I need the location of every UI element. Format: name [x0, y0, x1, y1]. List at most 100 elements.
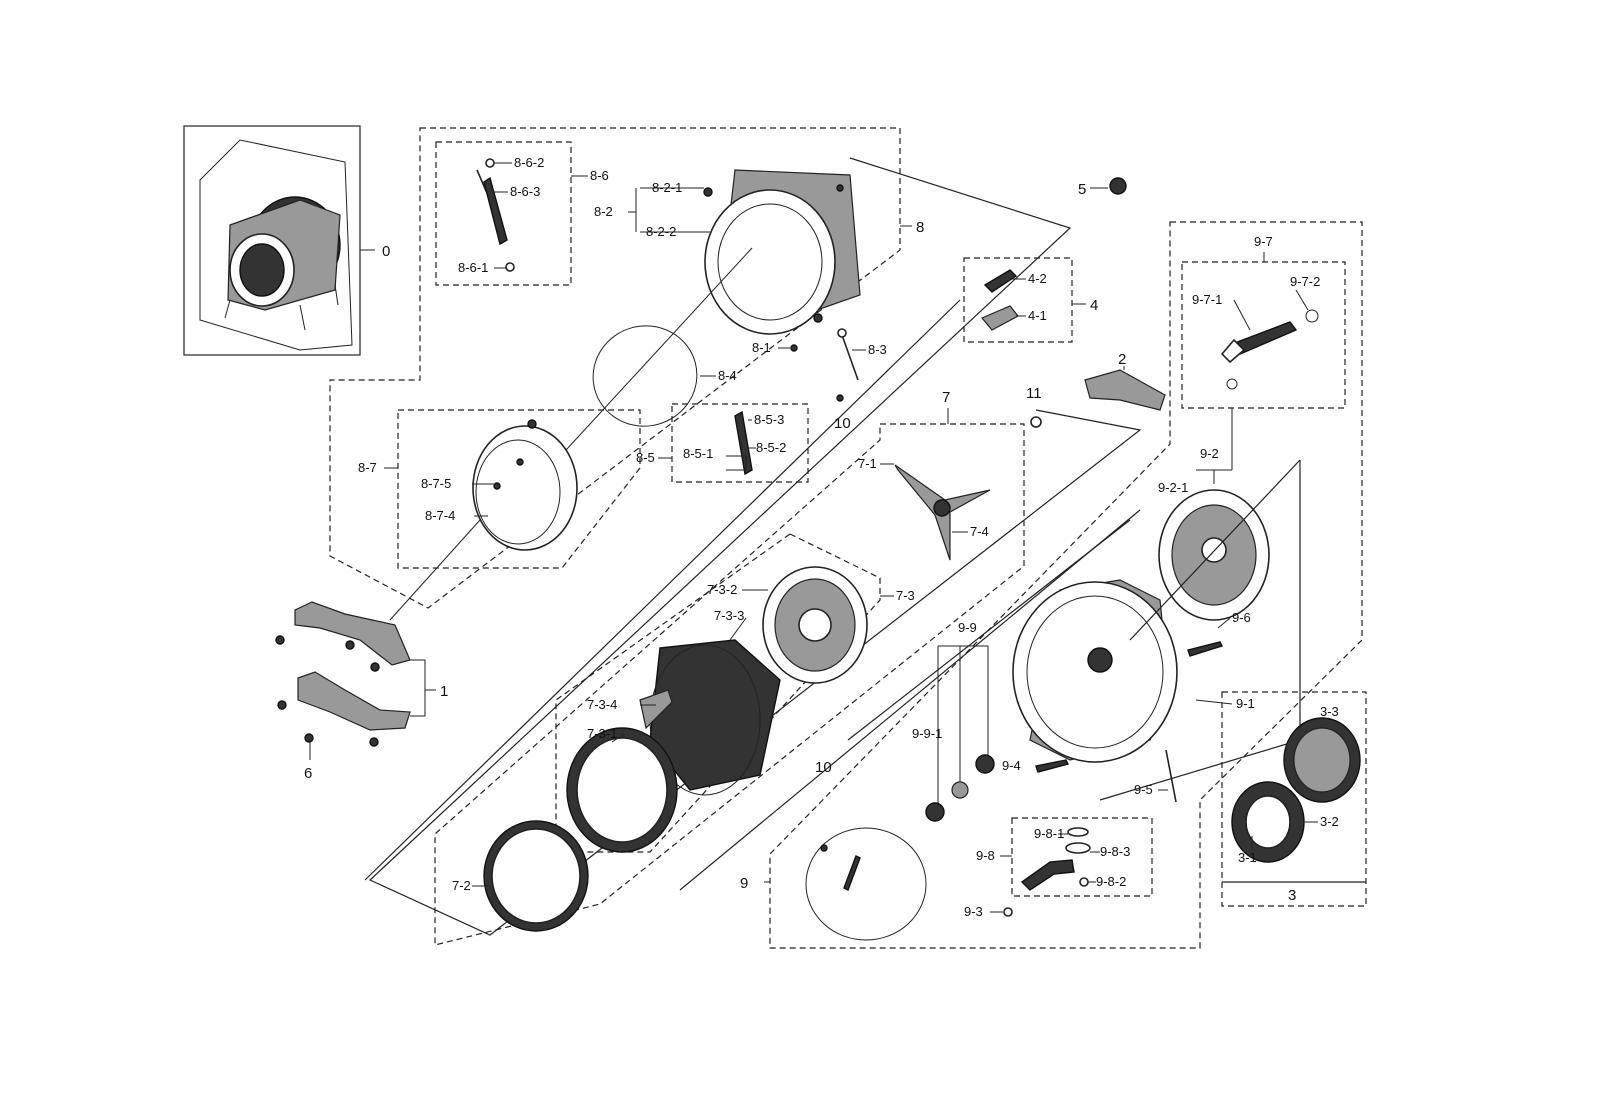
- seal-9-9-1-icon: [925, 802, 945, 822]
- label-6: 6: [304, 765, 312, 782]
- label-9-9-1: 9-9-1: [912, 726, 942, 741]
- assembled-tub-icon: [224, 196, 341, 331]
- tub-rear-9-1-icon: [1012, 579, 1178, 763]
- hose-9-6-icon: [1187, 641, 1223, 657]
- label-5: 5: [1078, 181, 1086, 198]
- label-7-3-4: 7-3-4: [587, 697, 617, 712]
- label-8-3: 8-3: [868, 342, 887, 357]
- bearing-large-icon: [975, 754, 995, 774]
- label-9-8-2: 9-8-2: [1096, 874, 1126, 889]
- label-3-2: 3-2: [1320, 814, 1339, 829]
- label-2: 2: [1118, 351, 1126, 368]
- label-8-7-4: 8-7-4: [425, 508, 455, 523]
- label-9-1: 9-1: [1236, 696, 1255, 711]
- label-7-4: 7-4: [970, 524, 989, 539]
- label-4: 4: [1090, 297, 1098, 314]
- label-8-1: 8-1: [752, 340, 771, 355]
- label-9-9: 9-9: [958, 620, 977, 635]
- group-9-boundary: [769, 221, 1363, 949]
- damper-8-3-icon: [837, 328, 859, 381]
- label-8-5: 8-5: [636, 450, 655, 465]
- part-9-4-icon: [1035, 759, 1070, 773]
- label-9: 9: [740, 875, 748, 892]
- label-1: 1: [440, 683, 448, 700]
- label-8-5-1: 8-5-1: [683, 446, 713, 461]
- part-4-1-icon: [981, 305, 1019, 331]
- lifter-7-3-4-icon: [639, 689, 673, 730]
- group-8-7-boundary: [397, 409, 641, 569]
- label-7-1: 7-1: [858, 456, 877, 471]
- hinge-8-5-icon: [734, 410, 753, 476]
- label-7-3-3: 7-3-3: [714, 608, 744, 623]
- label-9-3: 9-3: [964, 904, 983, 919]
- heater-icon: [843, 855, 861, 891]
- diagonal-guide-2: [679, 509, 1141, 891]
- label-9-6: 9-6: [1232, 610, 1251, 625]
- label-7-3: 7-3: [896, 588, 915, 603]
- label-4-1: 4-1: [1028, 308, 1047, 323]
- group-3-boundary: [1221, 691, 1367, 907]
- screw-10-icon: [836, 394, 844, 402]
- label-8-6-1: 8-6-1: [458, 260, 488, 275]
- drum-back-7-3-2-icon: [762, 566, 868, 684]
- label-4-2: 4-2: [1028, 271, 1047, 286]
- group-8-6-boundary: [435, 141, 572, 286]
- label-8-5-2: 8-5-2: [756, 440, 786, 455]
- sensor-5-icon: [1109, 177, 1127, 195]
- label-8: 8: [916, 219, 924, 236]
- rotor-3-3-icon: [1283, 717, 1361, 803]
- assembly-inset: 0: [183, 125, 390, 356]
- label-3: 3: [1288, 887, 1296, 904]
- label-8-6: 8-6: [590, 168, 609, 183]
- counterweight-2-icon: [1084, 369, 1166, 411]
- label-9-7-1: 9-7-1: [1192, 292, 1222, 307]
- label-9-7: 9-7: [1254, 234, 1273, 249]
- spider-flange-7-4-icon: [894, 464, 991, 561]
- label-0: 0: [382, 243, 390, 260]
- label-8-6-3: 8-6-3: [510, 184, 540, 199]
- label-10-lower: 10: [815, 759, 832, 776]
- label-9-8-1: 9-8-1: [1034, 826, 1064, 841]
- label-7-2: 7-2: [452, 878, 471, 893]
- balancer-7-2-icon: [483, 820, 589, 932]
- damper-9-5-icon: [1165, 749, 1177, 803]
- label-8-6-2: 8-6-2: [514, 155, 544, 170]
- door-frame-8-7-icon: [472, 419, 578, 551]
- drum-ring-7-3-1-icon: [566, 727, 678, 853]
- label-9-4: 9-4: [1002, 758, 1021, 773]
- stator-3-2-icon: [1231, 781, 1305, 863]
- group-4-boundary: [963, 257, 1073, 343]
- bearing-small-icon: [951, 781, 969, 799]
- label-9-7-2: 9-7-2: [1290, 274, 1320, 289]
- group-8-boundary: [329, 127, 901, 609]
- label-8-5-3: 8-5-3: [754, 412, 784, 427]
- label-9-8-3: 9-8-3: [1100, 844, 1130, 859]
- label-7-3-1: 7-3-1: [587, 726, 617, 741]
- group-7-3-boundary: [555, 533, 881, 853]
- gasket-8-4-icon: [592, 325, 698, 427]
- clamp-9-3-icon: [1003, 907, 1013, 917]
- label-9-2: 9-2: [1200, 446, 1219, 461]
- label-8-2-2: 8-2-2: [646, 224, 676, 239]
- label-8-7: 8-7: [358, 460, 377, 475]
- label-7-3-2: 7-3-2: [707, 582, 737, 597]
- group-7-outline: [368, 157, 1142, 936]
- label-11: 11: [1026, 385, 1042, 402]
- label-3-1: 3-1: [1238, 850, 1257, 865]
- label-8-7-5: 8-7-5: [421, 476, 451, 491]
- label-7: 7: [942, 389, 950, 406]
- drain-hose-8-6-icon: [476, 158, 515, 272]
- group-8-5-boundary: [671, 403, 809, 483]
- label-8-4: 8-4: [718, 368, 737, 383]
- label-10-upper: 10: [834, 415, 851, 432]
- hose-9-7-1-icon: [1220, 309, 1319, 390]
- label-9-8: 9-8: [976, 848, 995, 863]
- group-9-8-boundary: [1011, 817, 1153, 897]
- part-11-icon: [1030, 416, 1042, 428]
- screw-10-lower-icon: [820, 844, 828, 852]
- label-8-2: 8-2: [594, 204, 613, 219]
- label-3-3: 3-3: [1320, 704, 1339, 719]
- tub-seal-ring-icon: [805, 827, 927, 941]
- bracket-lower-icon: [277, 671, 411, 747]
